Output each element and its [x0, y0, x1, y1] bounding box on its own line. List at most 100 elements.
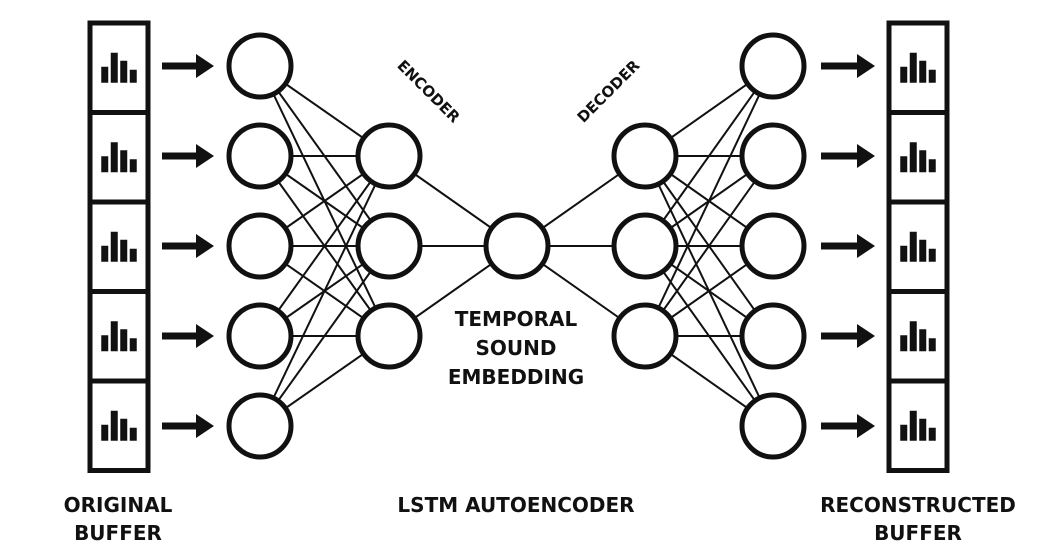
arrow-head — [857, 234, 875, 258]
neurons — [226, 32, 807, 460]
bar-chart-icon — [900, 410, 936, 441]
bar-chart-bar — [120, 239, 128, 262]
bar-chart-bar — [919, 150, 927, 173]
input-neuron — [226, 212, 294, 280]
bar-chart-bar — [129, 338, 137, 352]
bar-chart-bar — [909, 142, 917, 173]
right-arrow-icon — [821, 234, 875, 258]
reconstructed-buffer-frame — [886, 20, 950, 473]
connection-line — [259, 245, 390, 427]
embedding-label-line2: SOUND — [476, 336, 557, 360]
bar-chart-icon — [101, 52, 137, 83]
bar-chart-bar — [110, 142, 118, 173]
original-buffer-frame — [87, 20, 151, 473]
bar-chart-icon — [900, 142, 936, 173]
encoder-neuron — [355, 212, 423, 280]
bar-chart-bar — [919, 239, 927, 262]
connection-line — [259, 155, 390, 337]
bar-chart-bar — [129, 159, 137, 173]
bar-chart-bar — [909, 410, 917, 441]
output-neuron — [739, 32, 807, 100]
bar-chart-bar — [129, 69, 137, 83]
bar-chart-bar — [101, 245, 109, 262]
original-buffer-label-line1: ORIGINAL — [64, 493, 173, 517]
bar-chart-bar — [101, 424, 109, 441]
bar-chart-bar — [120, 418, 128, 441]
encoder-neuron — [355, 302, 423, 370]
bar-chart-bar — [129, 427, 137, 441]
bar-chart-bar — [919, 329, 927, 352]
bar-chart-icon — [900, 321, 936, 352]
embedding-label-line3: EMBEDDING — [448, 365, 584, 389]
right-arrow-icon — [162, 54, 214, 78]
bar-chart-bar — [110, 321, 118, 352]
bar-chart-bar — [900, 424, 908, 441]
bar-chart-bar — [110, 52, 118, 83]
bar-chart-bar — [120, 60, 128, 83]
arrow-head — [196, 54, 214, 78]
encoder-label: ENCODER — [394, 57, 464, 127]
arrow-head — [857, 414, 875, 438]
bar-chart-icon — [900, 231, 936, 262]
connection-line — [644, 65, 774, 337]
bar-chart-icon — [101, 142, 137, 173]
right-arrow-icon — [821, 324, 875, 348]
bar-chart-bar — [900, 245, 908, 262]
buffers — [87, 20, 950, 473]
bar-chart-icon — [900, 52, 936, 83]
bar-chart-icon — [101, 231, 137, 262]
encoder-neuron — [355, 122, 423, 190]
bar-chart-bar — [919, 60, 927, 83]
output-neuron — [739, 122, 807, 190]
decoder-neuron — [611, 122, 679, 190]
arrow-head — [196, 324, 214, 348]
bar-chart-bar — [909, 52, 917, 83]
right-arrow-icon — [162, 324, 214, 348]
bar-chart-bar — [110, 231, 118, 262]
right-arrow-icon — [821, 414, 875, 438]
decoder-neuron — [611, 212, 679, 280]
bar-chart-bar — [110, 410, 118, 441]
output-neuron — [739, 302, 807, 370]
right-arrow-icon — [821, 144, 875, 168]
bar-chart-icon — [101, 321, 137, 352]
bar-chart-bar — [928, 248, 936, 262]
flow-arrows — [162, 54, 875, 438]
bar-chart-bar — [928, 159, 936, 173]
right-arrow-icon — [162, 414, 214, 438]
bar-chart-bar — [900, 335, 908, 352]
arrow-head — [196, 234, 214, 258]
bar-chart-icon — [101, 410, 137, 441]
bar-chart-bar — [919, 418, 927, 441]
bar-chart-bar — [120, 150, 128, 173]
bar-chart-bar — [120, 329, 128, 352]
decoder-label: DECODER — [574, 56, 644, 126]
reconstructed-buffer-label-line1: RECONSTRUCTED — [820, 493, 1016, 517]
bar-chart-bar — [129, 248, 137, 262]
right-arrow-icon — [162, 234, 214, 258]
right-arrow-icon — [821, 54, 875, 78]
decoder-neuron — [611, 302, 679, 370]
bar-chart-bar — [101, 156, 109, 173]
input-neuron — [226, 32, 294, 100]
diagram-title: LSTM AUTOENCODER — [397, 493, 634, 517]
right-arrow-icon — [162, 144, 214, 168]
input-neuron — [226, 302, 294, 370]
input-neuron — [226, 122, 294, 190]
arrow-head — [857, 324, 875, 348]
bar-chart-bar — [101, 335, 109, 352]
arrow-head — [196, 144, 214, 168]
bar-chart-bar — [909, 231, 917, 262]
bar-chart-bar — [928, 338, 936, 352]
connection-line — [259, 155, 390, 427]
captions: ENCODER DECODER TEMPORAL SOUND EMBEDDING… — [64, 56, 1016, 545]
bar-chart-bar — [900, 66, 908, 83]
embedding-label-line1: TEMPORAL — [455, 307, 578, 331]
bar-chart-bar — [909, 321, 917, 352]
input-neuron — [226, 392, 294, 460]
original-buffer-label-line2: BUFFER — [74, 521, 162, 545]
reconstructed-buffer-label-line2: BUFFER — [874, 521, 962, 545]
bar-chart-bar — [928, 427, 936, 441]
